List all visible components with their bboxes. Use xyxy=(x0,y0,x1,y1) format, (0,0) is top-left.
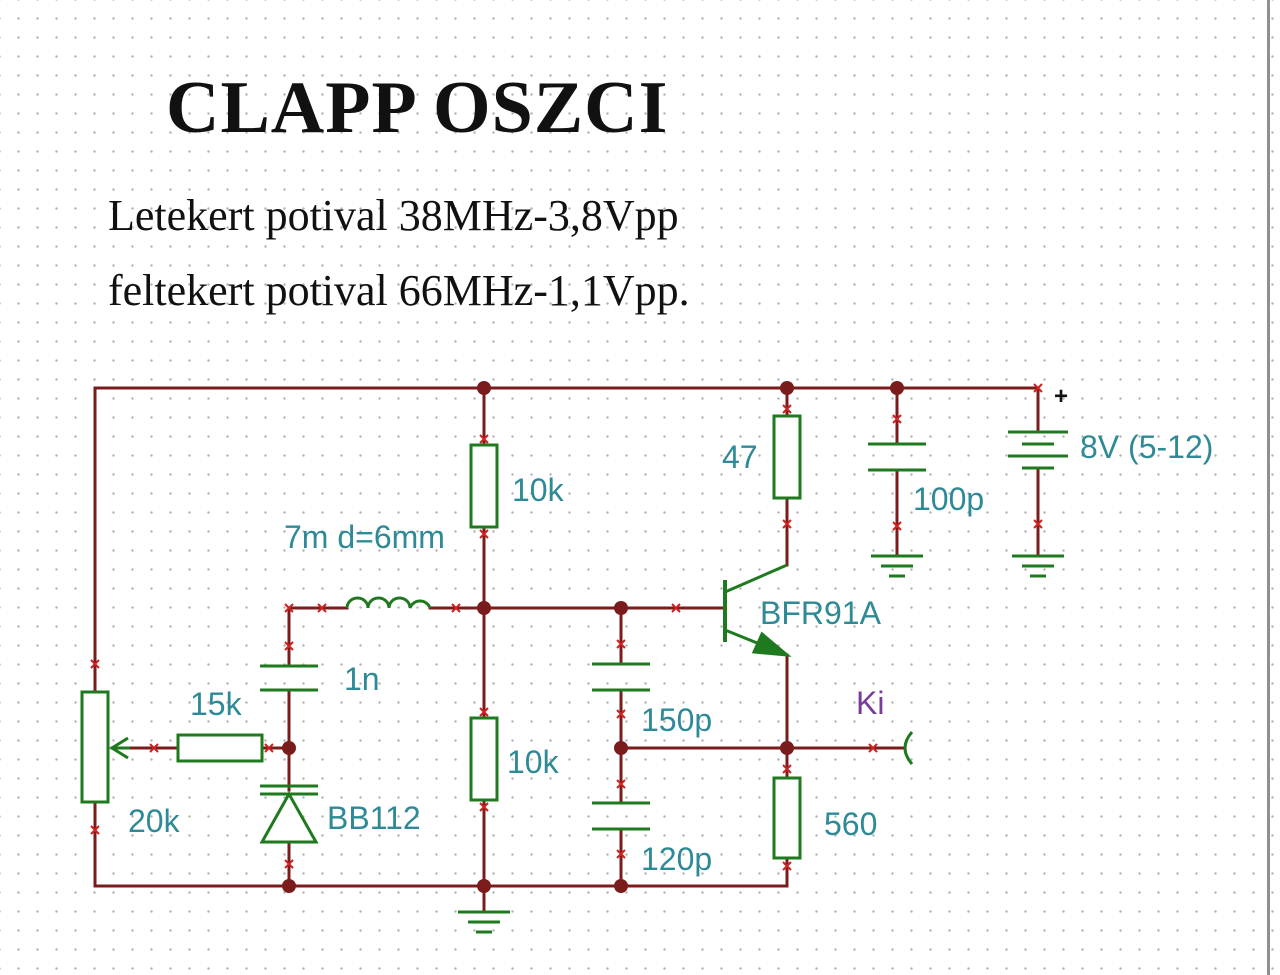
label-transistor: BFR91A xyxy=(760,595,882,631)
page-title: CLAPP OSZCI xyxy=(166,67,669,149)
varicap-diode xyxy=(259,784,319,844)
ground-center xyxy=(458,910,510,934)
junction xyxy=(614,741,628,755)
junctions xyxy=(282,381,904,893)
output-connector xyxy=(903,731,914,765)
capacitor-120p xyxy=(592,801,650,831)
ground-battery xyxy=(1012,554,1064,578)
label-c-120p: 120p xyxy=(641,841,712,877)
label-c-100p: 100p xyxy=(913,481,984,517)
subtitle-line-2: feltekert potival 66MHz-1,1Vpp. xyxy=(108,266,690,315)
ground-100p xyxy=(871,554,923,578)
wires xyxy=(93,386,1040,914)
label-battery: 8V (5-12) xyxy=(1080,429,1213,465)
label-varicap: BB112 xyxy=(327,800,421,836)
window-border xyxy=(1267,0,1270,975)
label-r-top: 10k xyxy=(512,472,565,508)
capacitor-1n xyxy=(260,664,318,692)
resistor-560 xyxy=(772,776,802,860)
junction xyxy=(780,741,794,755)
inductor xyxy=(345,596,432,609)
junction xyxy=(477,601,491,615)
junction xyxy=(780,381,794,395)
label-inductor: 7m d=6mm xyxy=(284,519,445,555)
label-r-15k: 15k xyxy=(190,686,243,722)
subtitle-line-1: Letekert potival 38MHz-3,8Vpp xyxy=(108,191,679,240)
junction xyxy=(477,879,491,893)
capacitor-150p xyxy=(592,662,650,692)
label-c-1n: 1n xyxy=(344,661,380,697)
potentiometer-20k xyxy=(80,690,130,804)
junction xyxy=(890,381,904,395)
junction xyxy=(614,601,628,615)
resistor-10k-top xyxy=(469,443,499,529)
junction xyxy=(614,879,628,893)
label-potentiometer: 20k xyxy=(128,803,181,839)
junction xyxy=(477,381,491,395)
resistor-47 xyxy=(772,414,802,500)
label-r-collector: 47 xyxy=(722,439,758,475)
junction xyxy=(282,879,296,893)
capacitor-100p xyxy=(868,442,926,472)
label-output: Ki xyxy=(856,685,884,721)
resistor-15k xyxy=(176,733,264,763)
transistor-npn xyxy=(723,563,792,657)
label-battery-plus: + xyxy=(1054,383,1068,410)
junction xyxy=(282,741,296,755)
pin-marks xyxy=(90,383,1043,871)
resistor-10k-bottom xyxy=(469,716,499,802)
label-r-bottom: 10k xyxy=(507,744,560,780)
label-r-emitter: 560 xyxy=(824,806,877,842)
battery xyxy=(1008,430,1068,470)
label-c-150p: 150p xyxy=(641,702,712,738)
